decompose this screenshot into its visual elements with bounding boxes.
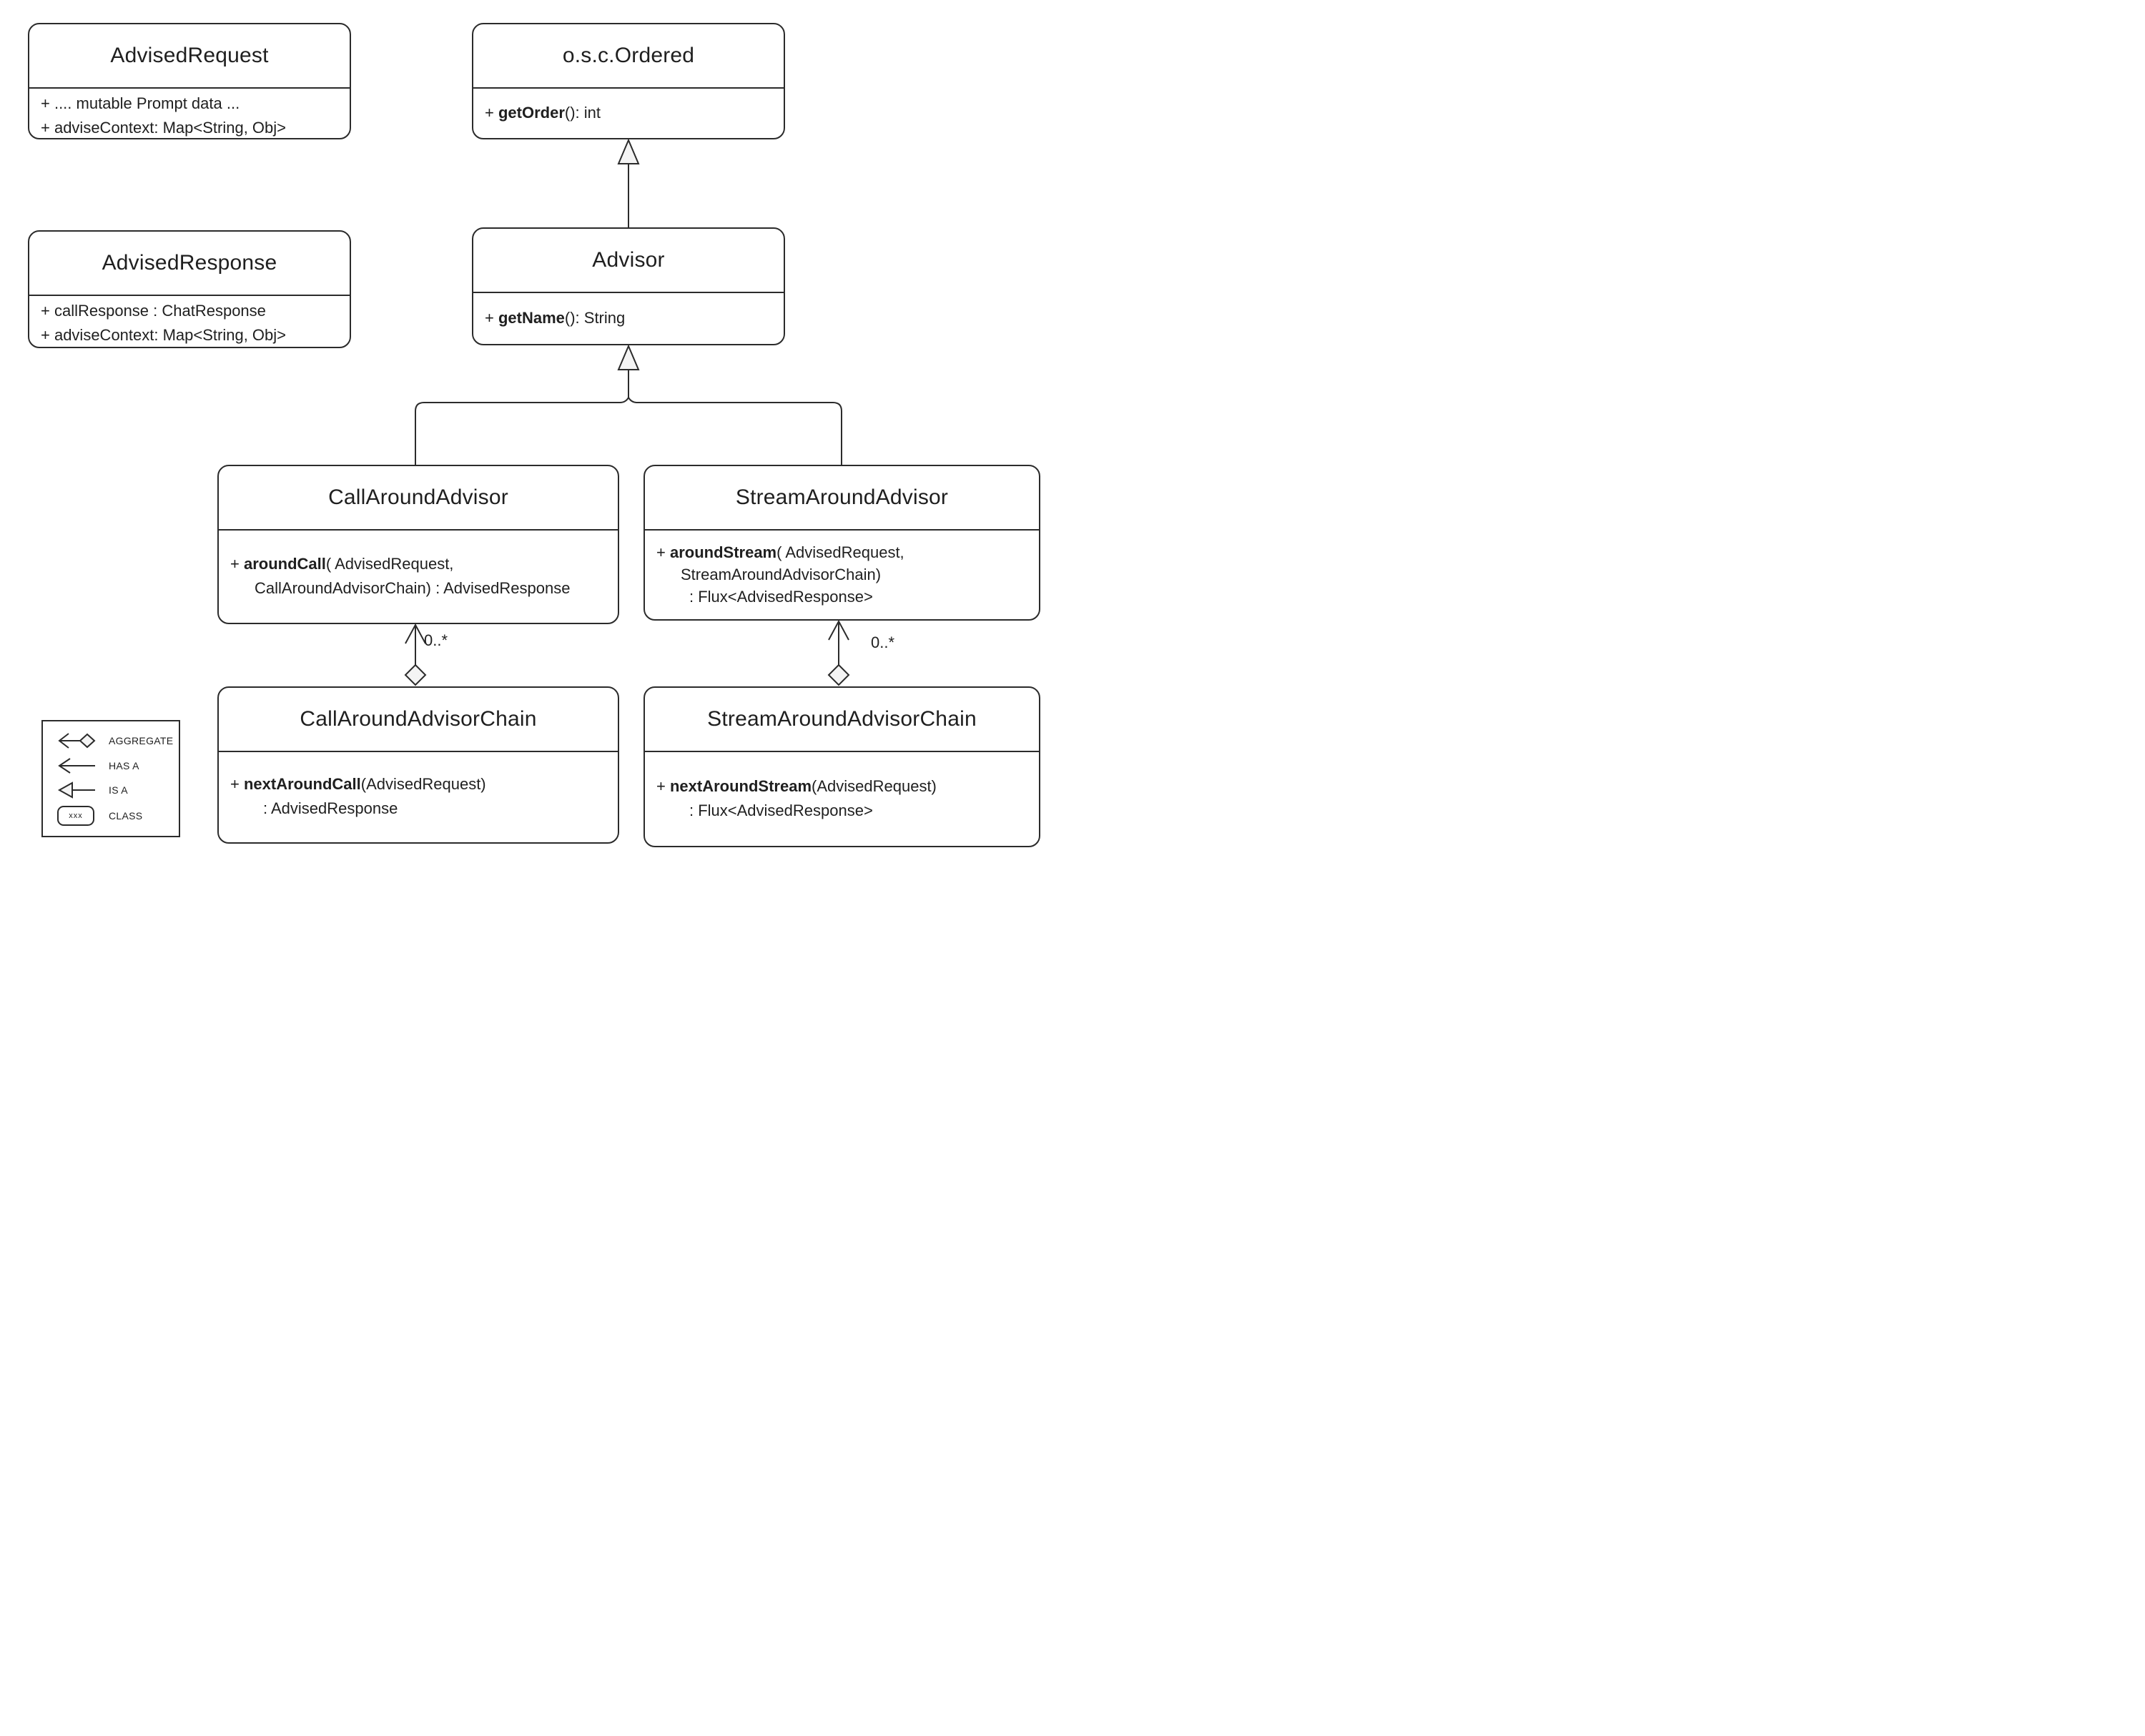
class-member: : Flux<AdvisedResponse> bbox=[689, 801, 873, 819]
class-sample-icon: xxx bbox=[57, 805, 99, 826]
class-members: + callResponse : ChatResponse + adviseCo… bbox=[29, 296, 350, 352]
is-a-connector-advisor-ordered bbox=[617, 138, 640, 228]
class-title: Advisor bbox=[473, 229, 784, 293]
class-members: + .... mutable Prompt data ... + adviseC… bbox=[29, 89, 350, 144]
class-member: + adviseContext: Map<String, Obj> bbox=[41, 326, 287, 344]
class-members: + nextAroundStream(AdvisedRequest) : Flu… bbox=[645, 752, 1039, 846]
class-member: + callResponse : ChatResponse bbox=[41, 302, 266, 320]
legend-label: AGGREGATE bbox=[109, 735, 174, 747]
class-member: : Flux<AdvisedResponse> bbox=[689, 587, 873, 606]
class-member: + adviseContext: Map<String, Obj> bbox=[41, 119, 287, 137]
aggregate-diamond-icon bbox=[404, 664, 427, 686]
class-title: o.s.c.Ordered bbox=[473, 24, 784, 89]
class-member: + nextAroundStream(AdvisedRequest) bbox=[656, 776, 937, 795]
class-member: + aroundStream( AdvisedRequest, bbox=[656, 543, 904, 561]
legend-item-class: xxx CLASS bbox=[57, 805, 179, 826]
class-member: + nextAroundCall(AdvisedRequest) bbox=[230, 775, 486, 793]
legend-label: IS A bbox=[109, 784, 128, 797]
class-box-stream-around-advisor: StreamAroundAdvisor + aroundStream( Advi… bbox=[644, 465, 1040, 621]
is-a-arrow-icon bbox=[57, 781, 99, 799]
class-members: + getName(): String bbox=[473, 293, 784, 344]
open-arrow-icon bbox=[405, 623, 426, 644]
class-members: + aroundCall( AdvisedRequest, CallAround… bbox=[219, 531, 618, 623]
class-box-call-around-advisor: CallAroundAdvisor + aroundCall( AdvisedR… bbox=[217, 465, 619, 624]
class-title: CallAroundAdvisor bbox=[219, 466, 618, 531]
multiplicity-label: 0..* bbox=[424, 631, 448, 649]
aggregate-diamond-icon bbox=[827, 664, 850, 686]
legend-item-aggregate: AGGREGATE bbox=[57, 731, 179, 750]
is-a-triangle-icon bbox=[617, 138, 640, 164]
class-member: + aroundCall( AdvisedRequest, bbox=[230, 554, 454, 573]
has-a-arrow-icon bbox=[57, 756, 99, 775]
uml-class-diagram: 0..* 0..* AdvisedRequest + .... mutable … bbox=[0, 0, 1072, 868]
open-arrow-icon bbox=[828, 619, 849, 641]
class-member: + getOrder(): int bbox=[485, 103, 601, 122]
aggregate-arrow-icon bbox=[57, 731, 99, 750]
legend-label: CLASS bbox=[109, 809, 143, 822]
class-members: + aroundStream( AdvisedRequest, StreamAr… bbox=[645, 531, 1039, 619]
class-member: CallAroundAdvisorChain) : AdvisedRespons… bbox=[255, 578, 571, 597]
multiplicity-label: 0..* bbox=[871, 633, 895, 651]
class-box-advisor: Advisor + getName(): String bbox=[472, 227, 785, 345]
legend-item-is-a: IS A bbox=[57, 781, 179, 799]
class-box-advised-response: AdvisedResponse + callResponse : ChatRes… bbox=[28, 230, 351, 348]
class-member: : AdvisedResponse bbox=[263, 799, 398, 817]
class-title: AdvisedResponse bbox=[29, 232, 350, 296]
class-members: + getOrder(): int bbox=[473, 89, 784, 138]
class-box-advised-request: AdvisedRequest + .... mutable Prompt dat… bbox=[28, 23, 351, 139]
legend: AGGREGATE HAS A IS A xxx bbox=[41, 720, 180, 837]
class-box-call-around-advisor-chain: CallAroundAdvisorChain + nextAroundCall(… bbox=[217, 686, 619, 844]
class-title: StreamAroundAdvisor bbox=[645, 466, 1039, 531]
class-title: AdvisedRequest bbox=[29, 24, 350, 89]
class-member: + getName(): String bbox=[485, 308, 626, 327]
aggregate-connector-stream-chain bbox=[827, 619, 850, 686]
class-member: StreamAroundAdvisorChain) bbox=[681, 565, 882, 583]
class-title: StreamAroundAdvisorChain bbox=[645, 688, 1039, 752]
is-a-triangle-icon bbox=[617, 344, 640, 370]
legend-label: HAS A bbox=[109, 759, 139, 771]
aggregate-connector-call-chain bbox=[404, 623, 427, 686]
legend-item-has-a: HAS A bbox=[57, 756, 179, 775]
is-a-connector-subclasses-advisor bbox=[415, 344, 842, 465]
class-member: + .... mutable Prompt data ... bbox=[41, 94, 240, 112]
class-box-stream-around-advisor-chain: StreamAroundAdvisorChain + nextAroundStr… bbox=[644, 686, 1040, 847]
class-members: + nextAroundCall(AdvisedRequest) : Advis… bbox=[219, 752, 618, 842]
class-sample-text: xxx bbox=[57, 805, 94, 826]
class-title: CallAroundAdvisorChain bbox=[219, 688, 618, 752]
class-box-ordered: o.s.c.Ordered + getOrder(): int bbox=[472, 23, 785, 139]
